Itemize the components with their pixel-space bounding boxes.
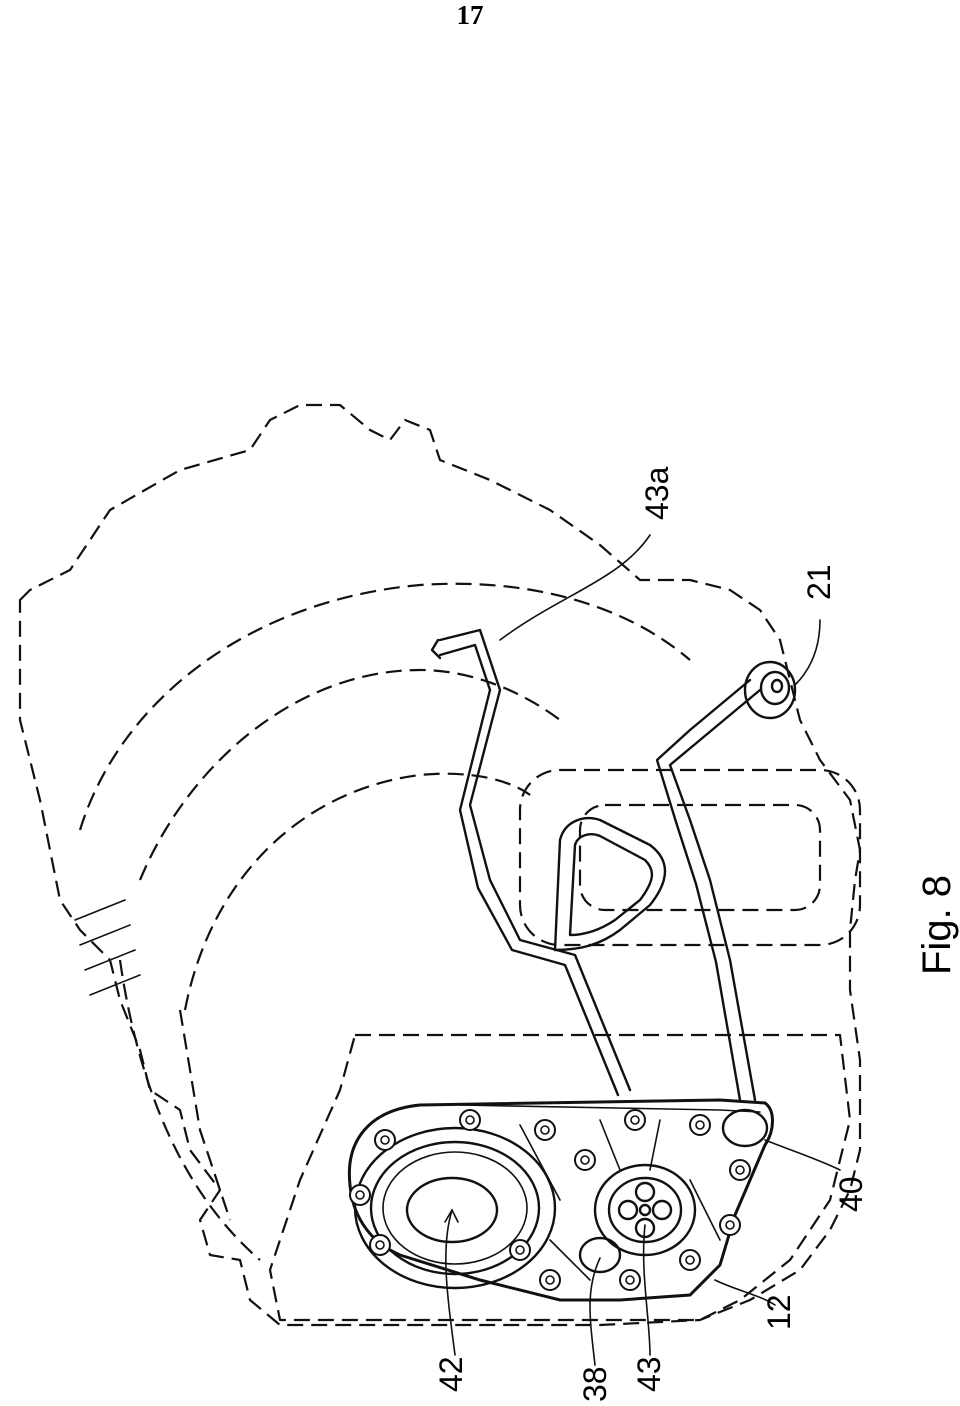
upper-pipe-b [438,643,620,1097]
housing-contour-2 [138,668,561,881]
fitting-21-ring [759,670,791,706]
rotor-42-groove [382,1151,528,1265]
plate-rib-5 [689,1179,721,1241]
plate-inner-edge [459,1104,761,1113]
ref-label-21: 21 [801,564,837,600]
leader-40 [764,1139,841,1171]
pump-43-inner [607,1176,683,1244]
ref-label-38: 38 [577,1366,613,1402]
pump-43-hub [638,1203,652,1217]
plate-rib-1 [519,1124,561,1201]
housing-contour-4 [118,959,261,1261]
ref-label-42: 42 [433,1356,469,1392]
engine-outline [18,403,862,1327]
pump-43-lobe-4 [634,1217,656,1239]
ref-label-43: 43 [631,1356,667,1392]
ref-label-40: 40 [833,1176,869,1212]
pipe-port-40 [721,1108,769,1148]
loop-pipe-outer [553,817,667,952]
loop-pipe-inner [568,833,654,937]
pump-43-lobe-2 [617,1199,639,1221]
plate-bolts [349,1109,751,1291]
leader-38 [589,1257,601,1366]
pump-43-lobe-3 [651,1199,673,1221]
lower-pipe-b [655,678,752,1102]
lower-pipe-a [668,688,762,1102]
housing-contour-5 [178,1009,232,1221]
fitting-21-hole [770,678,784,694]
pipe-tip [430,638,442,660]
leader-43a [499,534,651,641]
ref-label-43a: 43a [639,466,675,520]
oil-pan-outline [268,1033,852,1322]
pump-43-lobe-1 [634,1181,656,1203]
figure-caption: Fig. 8 [915,875,959,975]
housing-contour-1 [78,582,691,831]
leader-43 [642,1224,651,1356]
rotor-42-outer [353,1126,557,1290]
plate-rib-4 [549,1239,591,1281]
ref-label-12: 12 [761,1294,797,1330]
leader-21 [794,619,821,686]
rotor-42-ring [369,1140,541,1276]
housing-contour-3 [183,772,531,1011]
leader-42 [445,1209,456,1356]
rotor-42-center [405,1176,499,1244]
plate-rib-3 [649,1119,661,1171]
tank-inner [578,803,822,912]
page-number: 17 [456,0,484,30]
vent-lines [74,899,141,996]
leader-42-arrow [444,1208,459,1223]
leader-12 [714,1279,776,1306]
pump-43-outer [593,1163,697,1257]
boss-38 [578,1236,622,1274]
fitting-21-body [743,660,797,720]
upper-pipe-a [438,628,632,1092]
tank-outer [518,768,862,947]
plate-rib-2 [599,1119,621,1171]
